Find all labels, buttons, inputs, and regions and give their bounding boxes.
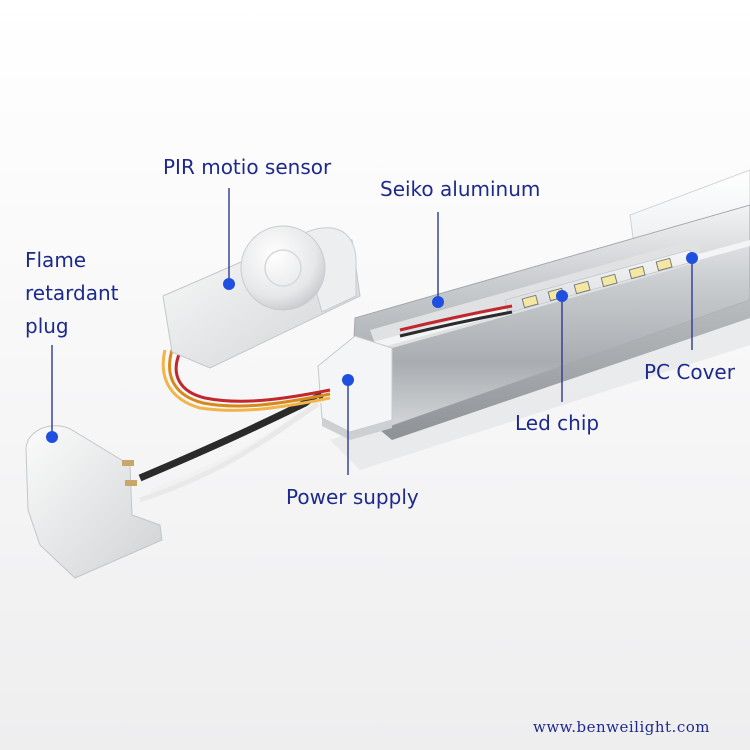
label-pc-cover: PC Cover (644, 360, 735, 384)
dot-power-supply (342, 374, 354, 386)
sensor-wire-yellow (161, 349, 331, 412)
plug-pin-2 (125, 480, 137, 486)
watermark-url: www.benweilight.com (533, 718, 710, 736)
label-flame-line3: plug (25, 314, 69, 338)
plug-pin-1 (122, 460, 134, 466)
white-wire-2 (139, 401, 320, 503)
label-flame-retardant-plug: Flame retardant plug (25, 244, 119, 343)
dot-flame-plug (46, 431, 58, 443)
power-supply-cap-edge (322, 418, 392, 440)
label-led-chip: Led chip (515, 411, 600, 435)
aluminum-lower-edge (380, 300, 750, 440)
sensor-wire-red (174, 351, 331, 403)
dot-led-chip (556, 290, 568, 302)
label-power-supply: Power supply (286, 485, 419, 509)
label-seiko-aluminum: Seiko aluminum (380, 177, 541, 201)
dot-pc-cover (686, 252, 698, 264)
label-flame-line2: retardant (25, 281, 119, 305)
leader-lines (51, 188, 693, 475)
pir-lens-ring (264, 249, 302, 287)
black-wire (399, 310, 513, 338)
dot-pir-sensor (223, 278, 235, 290)
label-pir-sensor: PIR motio sensor (163, 155, 332, 179)
red-wire (399, 304, 513, 332)
marker-dots (46, 252, 698, 443)
sensor-wire-orange (168, 349, 331, 408)
dot-seiko-aluminum (432, 296, 444, 308)
label-flame-line1: Flame (25, 248, 87, 272)
pir-lens-dome (240, 225, 326, 311)
